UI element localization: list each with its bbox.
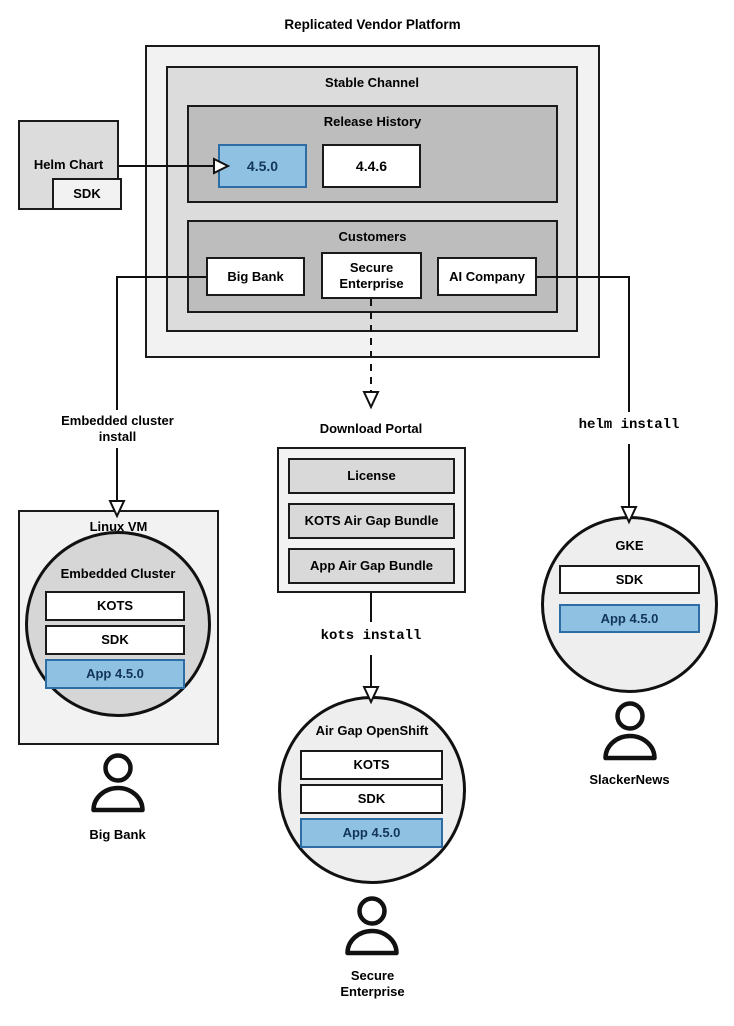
gke-component-sdk[interactable]: SDK [559, 565, 700, 594]
openshift-component-sdk[interactable]: SDK [300, 784, 443, 814]
helm-chart-sdk-box[interactable]: SDK [52, 178, 122, 210]
secure-enterprise-customer-line1: Secure [350, 968, 395, 983]
kots-install-label: kots install [320, 628, 422, 644]
download-portal-artifact-app-air-gap-bundle[interactable]: App Air Gap Bundle [288, 548, 455, 584]
stable-channel-title: Stable Channel [325, 75, 419, 90]
embedded-cluster-install-line2: install [98, 428, 137, 444]
customer-secure-enterprise[interactable]: Secure Enterprise [321, 252, 422, 299]
embedded-cluster-install-line1: Embedded cluster [61, 413, 174, 428]
big-bank-person-icon [88, 752, 148, 814]
customer-secure-enterprise-line1: Secure [349, 260, 394, 276]
linux-vm-component-kots[interactable]: KOTS [45, 591, 185, 621]
release-chip-4-4-6[interactable]: 4.4.6 [322, 144, 421, 188]
release-chip-4-5-0[interactable]: 4.5.0 [218, 144, 307, 188]
customer-big-bank[interactable]: Big Bank [206, 257, 305, 296]
download-portal-artifact-license[interactable]: License [288, 458, 455, 494]
linux-vm-component-app-4-5-0[interactable]: App 4.5.0 [45, 659, 185, 689]
embedded-cluster-circle [25, 531, 211, 717]
helm-install-label: helm install [578, 417, 680, 433]
download-portal-artifact-kots-air-gap-bundle[interactable]: KOTS Air Gap Bundle [288, 503, 455, 539]
openshift-component-app-4-5-0[interactable]: App 4.5.0 [300, 818, 443, 848]
slackernews-person-icon [600, 700, 660, 762]
big-bank-customer-label: Big Bank [89, 827, 146, 842]
air-gap-openshift-title: Air Gap OpenShift [315, 723, 429, 738]
secure-enterprise-person-icon [342, 895, 402, 957]
openshift-component-kots[interactable]: KOTS [300, 750, 443, 780]
release-history-title: Release History [323, 114, 422, 129]
secure-enterprise-customer-line2: Enterprise [340, 983, 405, 999]
linux-vm-component-sdk[interactable]: SDK [45, 625, 185, 655]
customers-title: Customers [338, 229, 407, 244]
secure-enterprise-customer-label: Secure Enterprise [310, 968, 435, 999]
gke-component-app-4-5-0[interactable]: App 4.5.0 [559, 604, 700, 633]
wire-download-portal-to-openshift [362, 593, 380, 705]
diagram-title: Replicated Vendor Platform [284, 17, 461, 32]
download-portal-title: Download Portal [319, 421, 423, 436]
slackernews-customer-label: SlackerNews [589, 772, 670, 787]
embedded-cluster-install-label: Embedded cluster install [40, 413, 195, 444]
customer-ai-company[interactable]: AI Company [437, 257, 537, 296]
embedded-cluster-title: Embedded Cluster [60, 566, 176, 581]
gke-title: GKE [615, 538, 644, 553]
customer-secure-enterprise-line2: Enterprise [339, 275, 404, 291]
